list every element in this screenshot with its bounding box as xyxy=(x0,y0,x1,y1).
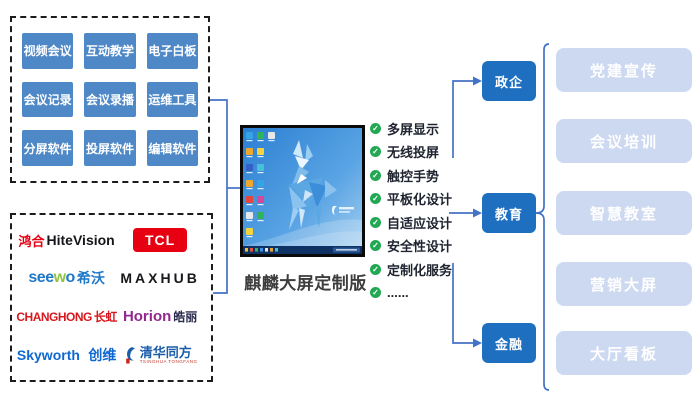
feature-item: ✓自适应设计 xyxy=(370,215,452,231)
hitevision-cn-label: 鸿合 xyxy=(18,233,45,249)
feature-item: ✓触控手势 xyxy=(370,168,452,184)
software-chip-screen-cast: 投屏软件 xyxy=(84,130,136,166)
software-modules-box: 视频会议 互动教学 电子白板 会议记录 会议录播 运维工具 分屏软件 投屏软件 … xyxy=(10,16,210,183)
brand-tongfang: 清华同方 TSINGHUA TONGFANG xyxy=(115,346,205,365)
segment-education: 教育 xyxy=(482,193,536,233)
tcl-logo: TCL xyxy=(133,228,188,253)
skyworth-cn-label: 创维 xyxy=(88,346,117,363)
check-icon: ✓ xyxy=(370,146,381,157)
check-icon: ✓ xyxy=(370,263,381,275)
brand-maxhub: MAXHUB xyxy=(115,270,205,286)
feature-list: ✓多屏显示 ✓无线投屏 ✓触控手势 ✓平板化设计 ✓自适应设计 ✓安全性设计 ✓… xyxy=(370,121,452,309)
seewo-cn-label: 希沃 xyxy=(76,270,105,287)
seewo-latin-label: seewo xyxy=(28,269,75,287)
software-chip-meeting-notes: 会议记录 xyxy=(22,81,74,118)
software-chip-split-screen: 分屏软件 xyxy=(22,130,74,166)
check-icon: ✓ xyxy=(370,240,381,251)
changhong-cn-label: 长虹 xyxy=(93,310,118,325)
software-chip-whiteboard: 电子白板 xyxy=(146,33,198,69)
check-icon: ✓ xyxy=(370,193,381,204)
kylin-desktop-screen xyxy=(243,128,362,254)
brand-tcl: TCL xyxy=(115,228,205,253)
desktop-icons xyxy=(246,132,275,238)
feature-item: ✓定制化服务 xyxy=(370,262,452,278)
arrowhead-zhengqi xyxy=(473,76,482,86)
tongfang-sub-label: TSINGHUA TONGFANG xyxy=(139,358,198,364)
app-card-meeting-training: 会议培训 xyxy=(556,119,692,163)
feature-item: ✓多屏显示 xyxy=(370,121,452,137)
brand-skyworth: Skyworth 创维 xyxy=(16,345,117,365)
software-chip-meeting-recording: 会议录播 xyxy=(84,81,136,118)
feature-item: ✓安全性设计 xyxy=(370,239,452,254)
check-icon: ✓ xyxy=(370,169,381,181)
app-card-lobby-board: 大厅看板 xyxy=(556,331,692,375)
software-chip-ops-tools: 运维工具 xyxy=(146,81,198,118)
software-chip-editor: 编辑软件 xyxy=(146,130,198,166)
fork-bottom-line xyxy=(452,263,474,344)
arrowhead-jinrong xyxy=(473,338,482,348)
segment-government-enterprise: 政企 xyxy=(482,61,536,101)
desktop-swoosh xyxy=(243,219,362,246)
maxhub-label: MAXHUB xyxy=(120,270,200,287)
kylin-watermark xyxy=(331,206,354,215)
segment-finance: 金融 xyxy=(482,323,536,363)
feature-item: ✓无线投屏 xyxy=(370,145,452,160)
horion-cn-label: 皓丽 xyxy=(173,310,198,325)
app-card-party-building: 党建宣传 xyxy=(556,48,692,92)
feature-item: ✓...... xyxy=(370,285,452,300)
product-caption: 麒麟大屏定制版 xyxy=(244,274,367,293)
feature-item: ✓平板化设计 xyxy=(370,192,452,207)
check-icon: ✓ xyxy=(370,216,381,228)
app-card-smart-classroom: 智慧教室 xyxy=(556,191,692,235)
app-card-marketing-screen: 营销大屏 xyxy=(556,262,692,306)
changhong-latin-label: CHANGHONG xyxy=(16,309,92,324)
check-icon: ✓ xyxy=(370,122,381,134)
skyworth-latin-label: Skyworth xyxy=(16,346,80,363)
hitevision-label: HiteVision xyxy=(46,232,115,249)
software-chip-video-conf: 视频会议 xyxy=(22,33,74,69)
brand-seewo: seewo 希沃 xyxy=(18,268,115,288)
horion-latin-label: Horion xyxy=(122,308,172,326)
fork-top-line xyxy=(452,80,474,158)
kylin-mascot-graphic xyxy=(289,140,337,230)
tongfang-cn-label: 清华同方 xyxy=(139,344,192,360)
taskbar xyxy=(243,246,362,254)
check-icon: ✓ xyxy=(370,287,381,298)
software-chip-interactive-teaching: 互动教学 xyxy=(84,33,136,69)
brace xyxy=(535,43,550,391)
arrowhead-jiaoyu xyxy=(473,208,482,218)
product-monitor xyxy=(240,125,365,257)
tongfang-logo-icon xyxy=(125,346,135,364)
